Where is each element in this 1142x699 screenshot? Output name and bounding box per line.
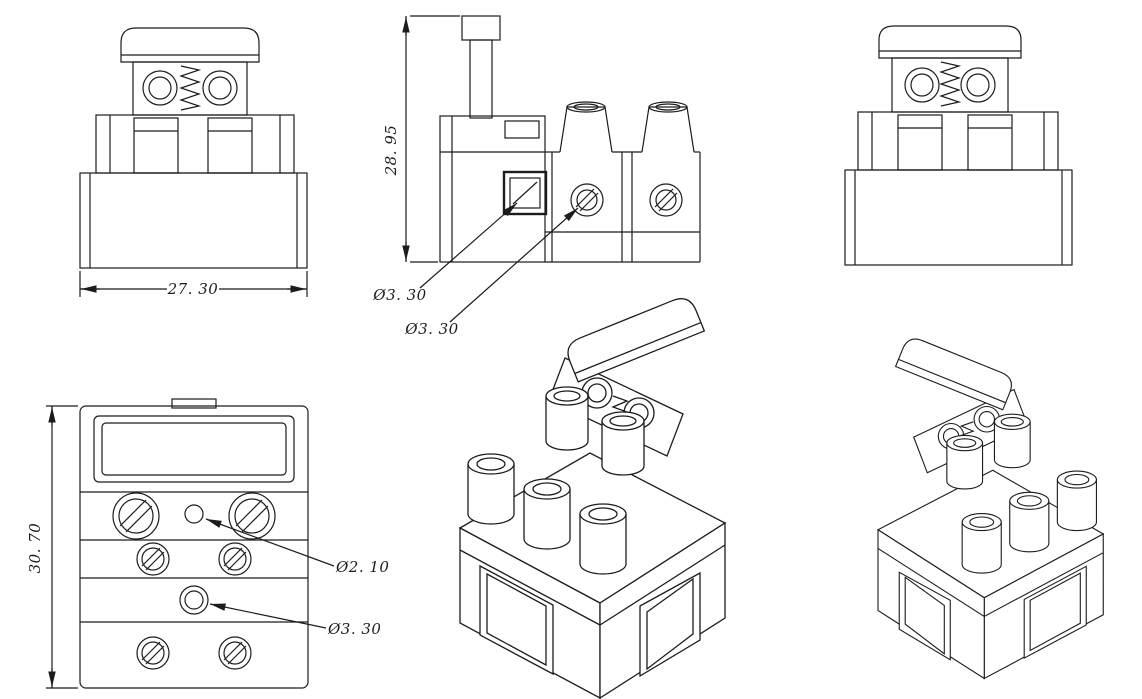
fuse-lid xyxy=(93,415,295,483)
line-art: 27. 30 xyxy=(26,15,1104,699)
iso-view-2 xyxy=(877,334,1104,680)
leader-plan-hole-center-text: Ø3. 30 xyxy=(327,620,381,638)
leader-side-hole-lower: Ø3. 30 xyxy=(404,207,579,338)
leader-side-hole-lower-text: Ø3. 30 xyxy=(404,320,458,338)
leader-plan-hole-small-text: Ø2. 10 xyxy=(335,558,389,576)
tower-2-taper xyxy=(641,106,695,153)
base-block xyxy=(79,172,308,269)
dim-side-height: 28. 95 xyxy=(382,15,460,263)
screw-shaft xyxy=(469,39,493,119)
rear-view xyxy=(844,25,1073,266)
tower-1-screw xyxy=(570,183,604,217)
dim-plan-height-text: 30. 70 xyxy=(26,523,44,574)
front-view: 27. 30 xyxy=(79,27,308,298)
iso-view-1 xyxy=(458,298,727,699)
dim-side-height-text: 28. 95 xyxy=(382,125,400,177)
terminal-screw-right xyxy=(207,117,253,174)
fuse-clip-left xyxy=(142,70,178,106)
dim-plan-height: 30. 70 xyxy=(26,405,78,689)
spring-coil-rear xyxy=(939,61,962,107)
fuse-housing xyxy=(132,61,248,116)
side-view: 28. 95 Ø3. 30 Ø3. 30 xyxy=(372,15,701,338)
base-block-rear xyxy=(844,169,1073,266)
fuse-screw-left xyxy=(112,492,160,540)
terminal-screw-left xyxy=(133,117,179,174)
plan-view: 30. 70 Ø2. 10 Ø3. 30 xyxy=(26,398,389,689)
fuse-clip-right xyxy=(202,70,238,106)
plan-outline xyxy=(79,405,309,689)
tower-2-screw xyxy=(649,183,683,217)
wire-entry-square xyxy=(502,170,548,216)
fuse-screw-right xyxy=(228,492,276,540)
screw-head xyxy=(461,15,501,41)
spring-coil xyxy=(179,65,202,111)
leader-plan-hole-center: Ø3. 30 xyxy=(209,603,381,638)
dim-front-width-text: 27. 30 xyxy=(167,280,219,298)
fuse-cap xyxy=(120,27,260,63)
tower-1-taper xyxy=(559,106,613,153)
fuse-cap-rear xyxy=(878,25,1022,59)
leader-side-hole-upper: Ø3. 30 xyxy=(372,202,518,304)
leader-side-hole-upper-text: Ø3. 30 xyxy=(372,286,426,304)
small-hole xyxy=(184,504,204,524)
dim-front-width: 27. 30 xyxy=(79,271,308,298)
leader-plan-hole-small: Ø2. 10 xyxy=(205,518,389,576)
center-hole xyxy=(179,585,209,615)
